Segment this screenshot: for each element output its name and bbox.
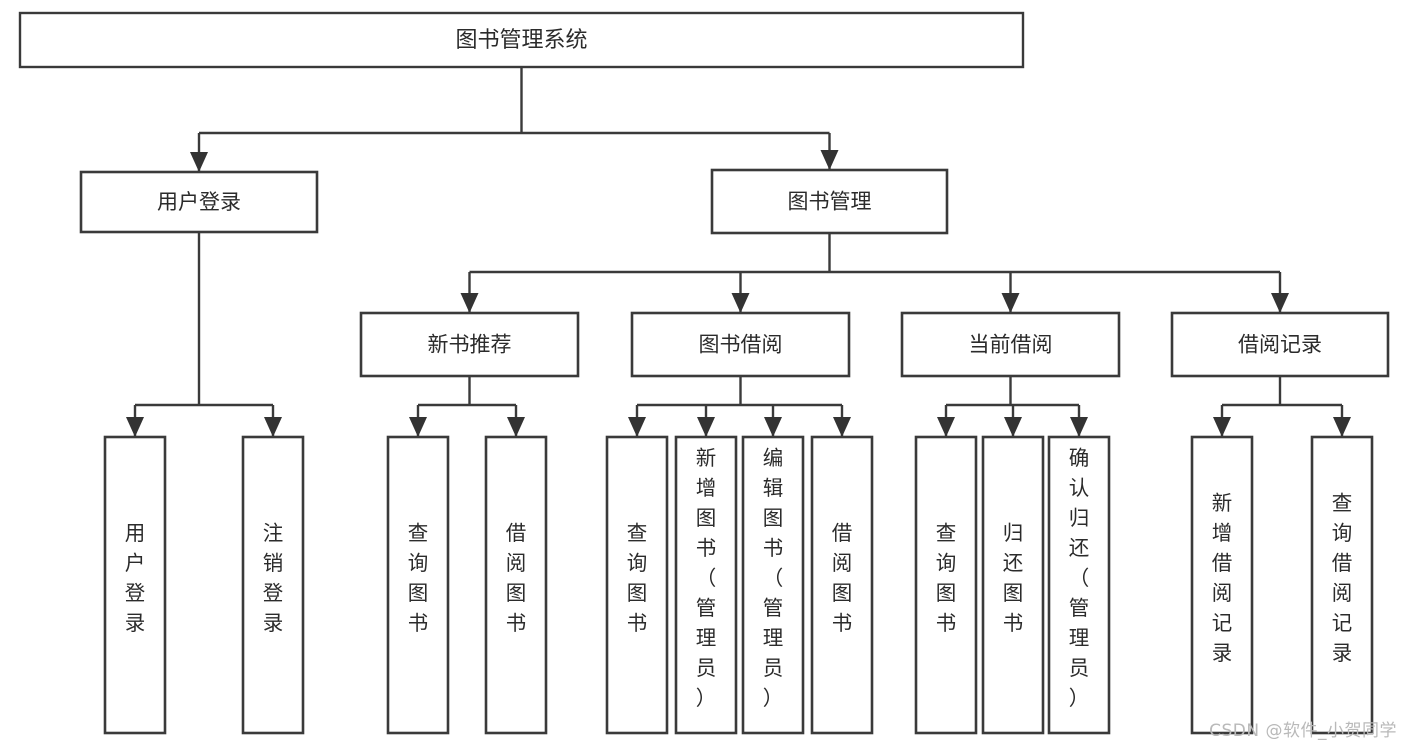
node-box — [484, 435, 548, 735]
node-box — [741, 435, 805, 735]
arrow-head-icon-leaf-user-login — [126, 417, 144, 437]
node-box — [1310, 435, 1374, 735]
node-box — [1170, 311, 1390, 378]
node-box — [386, 435, 450, 735]
node-root: 图书管理系统 — [18, 11, 1025, 69]
node-label: 借阅记录 — [1238, 333, 1322, 357]
arrow-head-icon-leaf-borrow-book-new — [507, 417, 525, 437]
node-box — [900, 311, 1121, 378]
node-box — [1190, 435, 1254, 735]
node-label-vertical: 查询图书 — [627, 521, 648, 635]
arrow-head-icon-leaf-add-book — [697, 417, 715, 437]
node-leaf-user-login: 用户登录 — [103, 435, 167, 735]
node-label-vertical: 借阅图书 — [506, 521, 527, 635]
node-leaf-add-record: 新增借阅记录 — [1190, 435, 1254, 735]
node-box — [674, 435, 738, 735]
node-box — [359, 311, 580, 378]
node-label: 当前借阅 — [969, 333, 1053, 357]
arrow-head-icon-leaf-logout — [264, 417, 282, 437]
arrow-head-icon-new-book-recommend — [460, 293, 479, 313]
node-borrow-record: 借阅记录 — [1170, 311, 1390, 378]
node-leaf-add-book: 新增图书（管理员） — [674, 435, 738, 735]
node-book-borrow: 图书借阅 — [630, 311, 851, 378]
node-user-login: 用户登录 — [79, 170, 319, 234]
connector-edges — [126, 67, 1351, 437]
node-leaf-confirm-return: 确认归还（管理员） — [1047, 435, 1111, 735]
node-leaf-return-book: 归还图书 — [981, 435, 1045, 735]
node-box — [1047, 435, 1111, 735]
node-leaf-query-book-borrow: 查询图书 — [605, 435, 669, 735]
node-label-vertical: 注销登录 — [263, 521, 284, 635]
node-box — [79, 170, 319, 234]
arrow-head-icon-leaf-add-record — [1213, 417, 1231, 437]
node-label-vertical: 新增借阅记录 — [1212, 491, 1233, 665]
node-label-vertical: 编辑图书（管理员） — [763, 446, 784, 710]
node-box — [18, 11, 1025, 69]
arrow-head-icon-leaf-confirm-return — [1070, 417, 1088, 437]
node-box — [981, 435, 1045, 735]
arrow-head-icon-leaf-query-book-current — [937, 417, 955, 437]
node-leaf-edit-book: 编辑图书（管理员） — [741, 435, 805, 735]
arrow-head-icon-borrow-record — [1271, 293, 1289, 313]
csdn-watermark: CSDN @软件_小贺同学 — [1209, 721, 1397, 741]
node-label-vertical: 借阅图书 — [832, 521, 853, 635]
node-label-vertical: 查询图书 — [936, 521, 957, 635]
node-leaf-borrow-book: 借阅图书 — [810, 435, 874, 735]
node-book-management: 图书管理 — [710, 168, 949, 235]
arrow-head-icon-book-borrow — [731, 293, 750, 313]
node-leaf-query-record: 查询借阅记录 — [1310, 435, 1374, 735]
node-box — [605, 435, 669, 735]
node-box — [810, 435, 874, 735]
node-box — [630, 311, 851, 378]
node-label-vertical: 确认归还（管理员） — [1069, 446, 1090, 710]
arrow-head-icon-leaf-borrow-book — [833, 417, 851, 437]
node-label: 图书管理 — [788, 190, 872, 214]
diagram-nodes: 图书管理系统用户登录图书管理新书推荐图书借阅当前借阅借阅记录用户登录注销登录查询… — [18, 11, 1390, 735]
arrow-head-icon-current-borrow — [1001, 293, 1020, 313]
node-label-vertical: 用户登录 — [125, 521, 146, 635]
arrow-head-icon-book-management — [820, 150, 839, 170]
node-label-vertical: 归还图书 — [1003, 521, 1024, 635]
node-label-vertical: 新增图书（管理员） — [696, 446, 717, 710]
node-new-book-recommend: 新书推荐 — [359, 311, 580, 378]
arrow-head-icon-leaf-query-record — [1333, 417, 1351, 437]
node-leaf-logout: 注销登录 — [241, 435, 305, 735]
arrow-head-icon-leaf-query-book-new — [409, 417, 427, 437]
node-box — [710, 168, 949, 235]
node-leaf-query-book-new: 查询图书 — [386, 435, 450, 735]
node-label: 图书借阅 — [699, 333, 783, 357]
node-current-borrow: 当前借阅 — [900, 311, 1121, 378]
node-box — [914, 435, 978, 735]
arrow-head-icon-leaf-edit-book — [764, 417, 782, 437]
node-label: 新书推荐 — [428, 333, 512, 357]
node-label-vertical: 查询借阅记录 — [1332, 491, 1353, 665]
node-box — [241, 435, 305, 735]
node-leaf-borrow-book-new: 借阅图书 — [484, 435, 548, 735]
arrow-head-icon-user-login — [190, 152, 208, 172]
node-leaf-query-book-current: 查询图书 — [914, 435, 978, 735]
arrow-head-icon-leaf-return-book — [1004, 417, 1022, 437]
node-label-vertical: 查询图书 — [408, 521, 429, 635]
node-box — [103, 435, 167, 735]
node-label: 图书管理系统 — [455, 28, 587, 53]
arrow-head-icon-leaf-query-book-borrow — [628, 417, 646, 437]
node-label: 用户登录 — [157, 190, 241, 214]
